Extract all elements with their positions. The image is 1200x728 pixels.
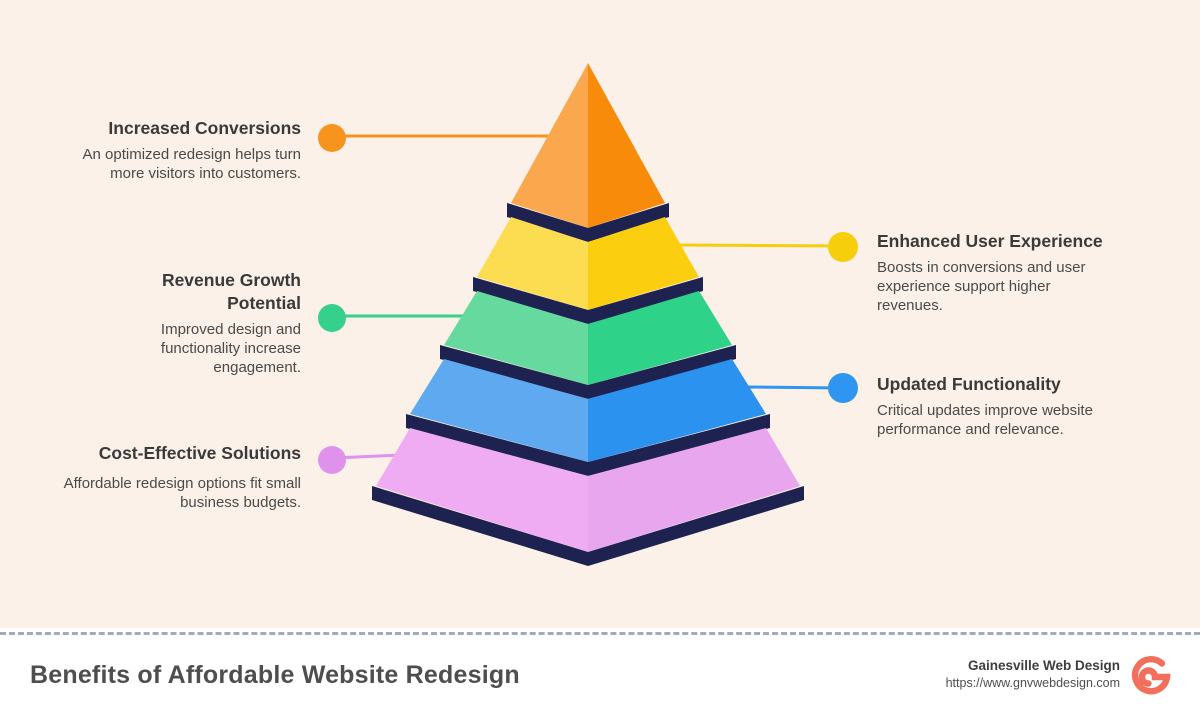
callout-body: Boosts in conversions and user experienc… — [877, 258, 1086, 315]
pyramid-level-2-right-face — [588, 217, 699, 310]
callout-enhanced-experience: Enhanced User Experience Boosts in conve… — [877, 230, 1107, 315]
pyramid-separator-1 — [507, 203, 669, 242]
page-title: Benefits of Affordable Website Redesign — [30, 661, 520, 689]
connector-dot-cost — [318, 446, 346, 474]
callout-cost-effective: Cost-Effective Solutions Affordable rede… — [61, 442, 301, 512]
callout-body: Affordable redesign options fit small bu… — [63, 474, 301, 511]
callout-title: Revenue Growth Potential — [161, 270, 301, 313]
brand-logo-g-icon — [1131, 656, 1171, 695]
pyramid-level-3-right-face — [588, 291, 732, 385]
g-mark — [1131, 656, 1171, 695]
connector-dot-revenue — [318, 304, 346, 332]
callout-body: Critical updates improve website perform… — [877, 401, 1093, 438]
brand-name: Gainesville Web Design — [967, 658, 1120, 673]
pyramid-level-2-left-face — [477, 217, 588, 310]
brand-url[interactable]: https://www.gnvwebdesign.com — [945, 676, 1120, 690]
connector-dot-functionality — [828, 373, 858, 403]
callout-increased-conversions: Increased Conversions An optimized redes… — [61, 117, 301, 183]
callout-title: Increased Conversions — [108, 118, 301, 138]
pyramid-base — [372, 486, 804, 566]
callout-body: Improved design and functionality increa… — [160, 320, 301, 376]
callout-body: An optimized redesign helps turn more vi… — [82, 145, 301, 182]
callout-title: Cost-Effective Solutions — [98, 443, 301, 463]
connector-line-experience — [675, 243, 844, 248]
footer: Benefits of Affordable Website Redesign … — [0, 628, 1200, 728]
callout-title: Updated Functionality — [877, 374, 1061, 394]
callout-updated-functionality: Updated Functionality Critical updates i… — [877, 373, 1122, 439]
pyramid-separator-3 — [440, 345, 736, 399]
pyramid-level-5-left-face — [376, 428, 588, 552]
pyramid-level-1-left-face — [511, 63, 588, 228]
pyramid-level-5-right-face — [588, 428, 800, 552]
dashed-divider — [0, 632, 1200, 635]
pyramid-level-1-right-face — [588, 63, 665, 228]
pyramid-level-4-right-face — [588, 359, 766, 462]
pyramid-level-4-left-face — [410, 359, 588, 462]
callout-title: Enhanced User Experience — [877, 231, 1103, 251]
brand-block: Gainesville Web Design https://www.gnvwe… — [946, 658, 1120, 690]
connector-dot-experience — [828, 232, 858, 262]
pyramid-level-3-left-face — [444, 291, 588, 385]
callout-revenue-growth: Revenue Growth Potential Improved design… — [96, 269, 301, 377]
pyramid-separator-4 — [406, 414, 770, 476]
connector-dot-conversions — [318, 124, 346, 152]
connector-line-functionality — [745, 385, 844, 390]
pyramid-separator-2 — [473, 277, 703, 324]
